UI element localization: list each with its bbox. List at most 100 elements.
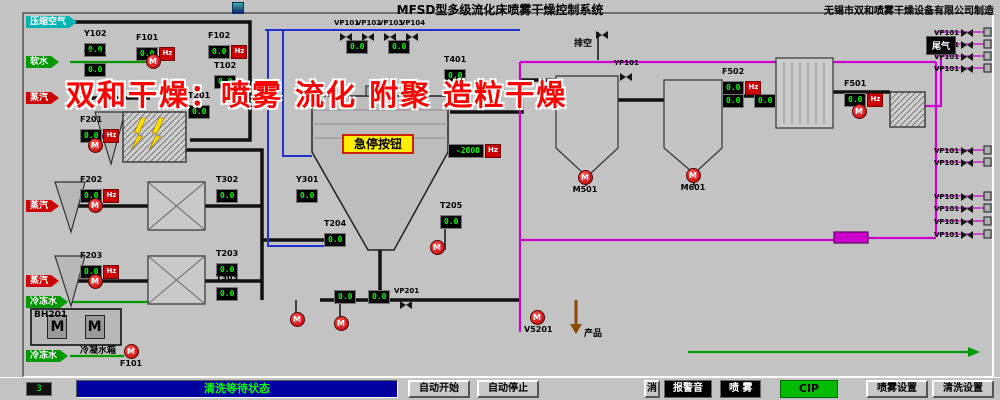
instrument-value: 0.0 [216, 189, 239, 203]
pump[interactable]: M [82, 274, 108, 289]
hz-chip: Hz [485, 144, 501, 158]
instrument-value: 0.0 [216, 287, 239, 301]
valve-tag: VP101 [934, 64, 960, 73]
pump[interactable]: M [424, 240, 450, 255]
valve[interactable]: VP103 [378, 19, 404, 44]
valve-icon [961, 146, 974, 155]
instrument-readout: 0.0 [388, 36, 411, 54]
diagram-label: 产品 [584, 329, 603, 339]
mute-button[interactable]: 消 [644, 380, 660, 398]
valve-tag: VP101 [934, 158, 960, 167]
pump-motor-icon: M [87, 138, 103, 153]
instrument-value: 0.0 [388, 40, 411, 54]
valve[interactable]: VP101 [934, 192, 974, 201]
spray-settings-button[interactable]: 喷雾设置 [866, 380, 928, 398]
app-icon [232, 2, 244, 14]
instrument-value: 0.0 [324, 233, 347, 247]
valve-tag: VP103 [378, 19, 404, 27]
pump[interactable]: M [846, 104, 872, 119]
instrument-readout: 0.0 [346, 36, 369, 54]
pump-motor-icon: M [529, 310, 545, 325]
pump-motor-icon: M [577, 170, 593, 185]
instrument-tag: F502 [722, 67, 745, 76]
valve[interactable]: VP101 [334, 19, 360, 44]
pump[interactable]: M [82, 138, 108, 153]
hz-chip: Hz [103, 265, 120, 279]
hz-chip: Hz [103, 189, 120, 203]
pump-motor-icon: M [87, 198, 103, 213]
cip-button[interactable]: CIP [780, 380, 838, 398]
auto-stop-button[interactable]: 自动停止 [477, 380, 539, 398]
valve[interactable]: VP104 [400, 19, 426, 44]
valve-icon [406, 32, 418, 41]
valve[interactable]: VP102 [356, 19, 382, 44]
instrument-tag: F501 [844, 79, 867, 88]
pump-tag: F101 [119, 359, 143, 368]
condensate-tank: M M [30, 308, 122, 346]
stream-flag: 蒸汽 [26, 200, 59, 212]
valve-icon [362, 32, 374, 41]
stream-flag: 蒸汽 [26, 92, 59, 104]
emergency-stop-button[interactable]: 急停按钮 [342, 134, 414, 154]
valve-tag: VP102 [356, 19, 382, 27]
diagram-label: 排空 [574, 39, 593, 49]
valve-icon [961, 64, 974, 73]
pump-tag: V5201 [524, 325, 553, 334]
valve[interactable]: VP101 [934, 64, 974, 73]
stream-flag: 冷冻水 [26, 296, 68, 308]
stream-flag: 冷冻水 [26, 350, 68, 362]
valve-icon [961, 217, 974, 226]
valve-icon [961, 52, 974, 61]
valve-icon [340, 32, 352, 41]
valve[interactable]: VP101 [934, 158, 974, 167]
valve[interactable]: VP101 [934, 146, 974, 155]
valve-icon [961, 28, 974, 37]
pump[interactable]: M [284, 312, 310, 327]
valve[interactable] [590, 26, 614, 42]
pump-tag: M601 [680, 183, 706, 192]
instrument-tag: F201 [80, 115, 103, 124]
instrument-tag: T205 [440, 201, 463, 210]
valve[interactable]: VP101 [934, 230, 974, 239]
pump[interactable]: M [82, 198, 108, 213]
valve-icon [620, 72, 632, 81]
instrument-tag: T204 [324, 219, 347, 228]
diagram-label: 冷凝水箱 [80, 346, 117, 356]
valve-tag: VP104 [400, 19, 426, 27]
pump[interactable]: M [328, 316, 354, 331]
wash-settings-button[interactable]: 清洗设置 [932, 380, 994, 398]
valve-tag: VP101 [334, 19, 360, 27]
page-title: MFSD型多级流化床喷雾干燥控制系统 [396, 3, 604, 17]
valve[interactable]: VP101 [934, 217, 974, 226]
stream-flag: 软水 [26, 56, 59, 68]
valve[interactable]: VP201 [394, 288, 419, 312]
watermark: 双和干燥：喷雾 流化 附聚 造粒干燥 [66, 78, 568, 112]
instrument-value: 0.0 [722, 81, 745, 95]
company-name: 无锡市双和喷雾干燥设备有限公司制造 [824, 6, 994, 17]
pump-motor-icon: M [685, 168, 701, 183]
pump[interactable]: M [140, 54, 166, 69]
pressure-value: -2000 [448, 144, 484, 158]
status-banner: 清洗等待状态 [76, 380, 398, 398]
alarm-sound-button[interactable]: 报警音 [664, 380, 712, 398]
instrument-value: 0.0 [346, 40, 369, 54]
instrument-tag: Y301 [296, 175, 319, 184]
valve[interactable]: VP101 [934, 204, 974, 213]
spray-indicator[interactable]: 喷 雾 [720, 380, 762, 398]
instrument-tag: T401 [444, 55, 467, 64]
instrument-readout: 0.0 [368, 286, 391, 304]
auto-start-button[interactable]: 自动开始 [408, 380, 470, 398]
valve[interactable]: YP101 [614, 60, 639, 84]
